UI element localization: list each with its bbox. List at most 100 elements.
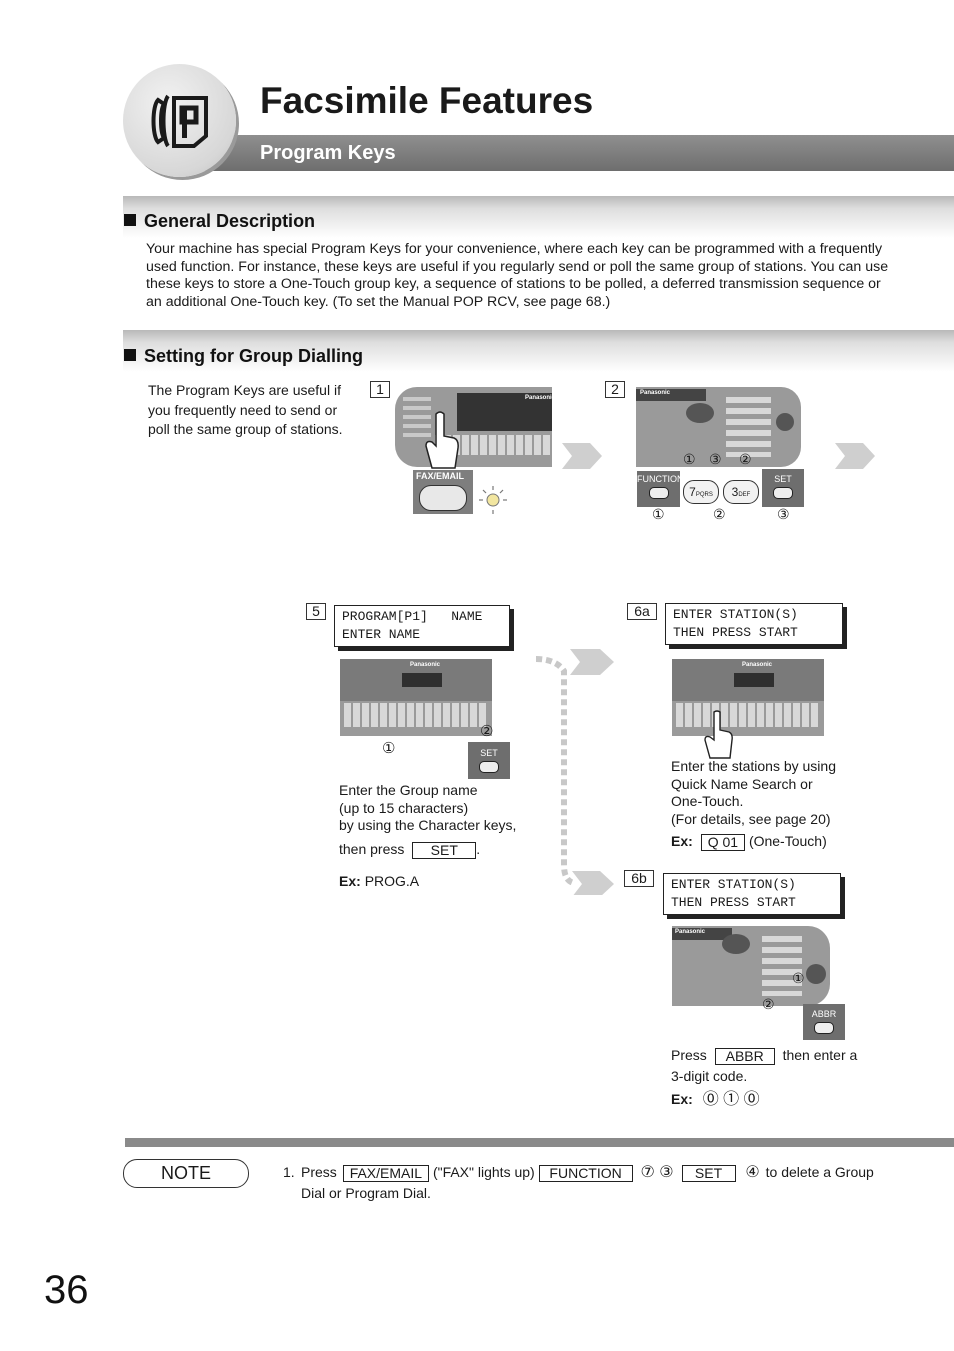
note-line-1: Press FAX/EMAIL ("FAX" lights up) FUNCTI… bbox=[301, 1164, 874, 1182]
panel-keyboard bbox=[344, 703, 488, 727]
fax-email-key-label: FAX/EMAIL bbox=[416, 471, 465, 481]
digit-key-sub: DEF bbox=[738, 492, 751, 498]
press-text: Press bbox=[671, 1047, 707, 1063]
panel-display bbox=[402, 673, 442, 687]
ex-label: Ex: bbox=[339, 873, 361, 889]
desc-line: (up to 15 characters) bbox=[339, 799, 469, 816]
then-press-text: then press bbox=[339, 841, 405, 857]
next-step-arrow-icon bbox=[562, 443, 602, 469]
panel-nav-wheel bbox=[722, 934, 750, 954]
desc-line: Enter the stations by using bbox=[671, 758, 836, 774]
section-heading-text: Setting for Group Dialling bbox=[144, 346, 363, 366]
desc-line: (For details, see page 20) bbox=[671, 810, 831, 827]
set-button bbox=[773, 487, 793, 499]
set-key-inline: SET bbox=[412, 841, 477, 859]
panel-display bbox=[636, 389, 706, 401]
abbr-key-label: ABBR bbox=[811, 1009, 837, 1019]
description-line: used function. For instance, these keys … bbox=[146, 258, 889, 275]
fax-phone-icon bbox=[151, 94, 208, 148]
digit-key-sub: PQRS bbox=[695, 492, 713, 498]
section-bar-general bbox=[123, 196, 954, 238]
step-label-6a: 6a bbox=[627, 603, 657, 620]
bullet-square-icon bbox=[124, 349, 136, 361]
key-order-marker: ① bbox=[382, 740, 396, 757]
panel-display bbox=[734, 673, 774, 687]
step5-then-press: then press SET. bbox=[339, 841, 480, 859]
step6a-example: Ex: Q 01 (One-Touch) bbox=[671, 833, 827, 851]
section-heading-group: Setting for Group Dialling bbox=[124, 346, 363, 367]
page-title: Facsimile Features bbox=[260, 80, 594, 121]
step5-description: Enter the Group name (up to 15 character… bbox=[339, 782, 516, 835]
abbr-key-inline: ABBR bbox=[714, 1047, 775, 1065]
fax-email-key-panel: FAX/EMAIL bbox=[413, 470, 473, 514]
key-order-marker: ② bbox=[762, 996, 775, 1012]
lamp-lit-icon bbox=[479, 486, 507, 514]
lcd-line: THEN PRESS START bbox=[673, 625, 798, 640]
bullet-square-icon bbox=[124, 214, 136, 226]
digit-key-label: 3 bbox=[731, 485, 739, 499]
set-key-label: SET bbox=[774, 474, 792, 484]
ex-note: (One-Touch) bbox=[748, 833, 827, 849]
step-label-1: 1 bbox=[370, 381, 390, 398]
intro-line: poll the same group of stations. bbox=[148, 421, 343, 437]
panel-start-button bbox=[776, 413, 794, 431]
fax-email-button bbox=[419, 485, 467, 511]
digit-key-label: 7 bbox=[689, 485, 696, 499]
footer-divider bbox=[125, 1138, 954, 1147]
machine-panel-step2: Panasonic bbox=[636, 387, 801, 467]
step5-example: Ex: PROG.A bbox=[339, 873, 419, 891]
set-key-panel-step5: SET bbox=[468, 742, 510, 779]
desc-line: Enter the Group name bbox=[339, 782, 478, 798]
step6b-example: Ex: ⓪ ① ⓪ bbox=[671, 1091, 760, 1109]
note-digit: ④ bbox=[745, 1164, 760, 1181]
next-step-arrow-icon bbox=[835, 443, 875, 469]
lcd-line: THEN PRESS START bbox=[671, 895, 796, 910]
panel-keyboard bbox=[435, 435, 552, 455]
step-label-2: 2 bbox=[605, 381, 625, 398]
lcd-display-step6a: ENTER STATION(S)THEN PRESS START bbox=[665, 603, 843, 645]
section-bar-group bbox=[123, 330, 954, 372]
panel-brand: Panasonic bbox=[525, 395, 552, 401]
set-key-panel-step2: SET bbox=[762, 469, 804, 507]
fax-email-key-inline: FAX/EMAIL bbox=[342, 1164, 430, 1182]
step-label-6b: 6b bbox=[624, 870, 654, 887]
lcd-display-step6b: ENTER STATION(S)THEN PRESS START bbox=[663, 873, 841, 915]
description-line: these keys to store a One-Touch group ke… bbox=[146, 276, 881, 293]
ex-label: Ex: bbox=[671, 833, 693, 849]
ex-value: PROG.A bbox=[364, 873, 420, 889]
abbr-key-panel: ABBR bbox=[803, 1004, 845, 1040]
group-intro: The Program Keys are useful if you frequ… bbox=[148, 381, 343, 440]
step-label-5: 5 bbox=[306, 603, 326, 620]
lcd-line: PROGRAM[P1] NAME bbox=[342, 609, 483, 624]
key-order-marker: ③ bbox=[777, 506, 790, 522]
lcd-line: ENTER NAME bbox=[342, 627, 421, 642]
digit-7-button: 7PQRS bbox=[683, 480, 719, 504]
function-button bbox=[648, 487, 669, 499]
step6b-press: Press ABBR then enter a bbox=[671, 1047, 857, 1065]
intro-line: The Program Keys are useful if bbox=[148, 382, 341, 398]
function-key-panel: FUNCTION bbox=[637, 471, 684, 507]
lcd-display-step5: PROGRAM[P1] NAME ENTER NAME bbox=[334, 605, 510, 647]
machine-panel-step6b: Panasonic bbox=[672, 926, 830, 1006]
panel-display bbox=[672, 928, 732, 940]
note-mid: ("FAX" lights up) bbox=[432, 1164, 535, 1180]
panel-marker: ① bbox=[683, 451, 696, 467]
panel-nav-wheel bbox=[686, 403, 714, 423]
period: . bbox=[476, 841, 481, 857]
general-description: Your machine has special Program Keys fo… bbox=[146, 241, 936, 311]
description-line: an additional One-Touch key. (To set the… bbox=[146, 293, 611, 310]
step6a-description: Enter the stations by using Quick Name S… bbox=[671, 758, 836, 828]
note-tail: to delete a Group bbox=[765, 1164, 874, 1180]
pointing-hand-icon bbox=[425, 411, 459, 469]
section-heading-text: General Description bbox=[144, 211, 316, 231]
note-label: NOTE bbox=[123, 1159, 249, 1188]
note-digits: ⑦ ③ bbox=[640, 1164, 674, 1181]
pointing-hand-icon bbox=[704, 710, 733, 759]
machine-panel-step1: Panasonic bbox=[395, 387, 552, 467]
key-order-marker: ② bbox=[713, 506, 726, 522]
ex-label: Ex: bbox=[671, 1091, 693, 1107]
note-line-2: Dial or Program Dial. bbox=[301, 1185, 431, 1201]
set-key-label: SET bbox=[480, 748, 498, 758]
panel-left-keys bbox=[403, 397, 431, 441]
panel-brand: Panasonic bbox=[640, 390, 671, 396]
